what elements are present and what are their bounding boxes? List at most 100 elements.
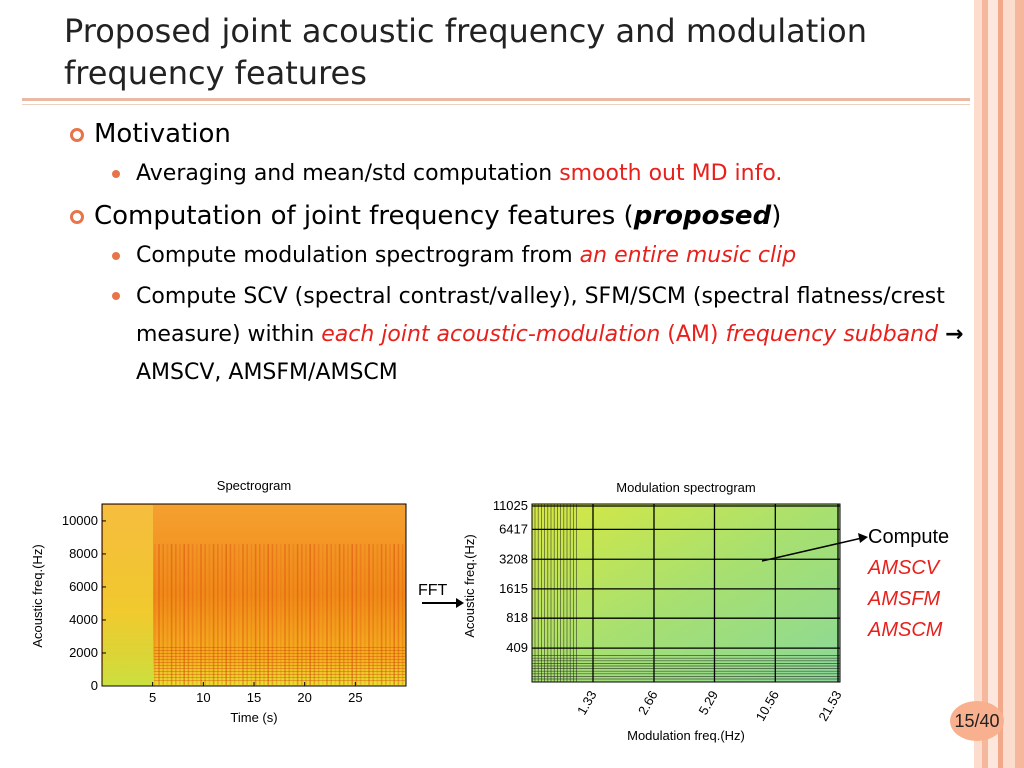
spectrogram-y-tick-label: 10000 — [62, 513, 98, 528]
modulation-x-tick-label: 5.29 — [695, 688, 721, 717]
spectrogram-stripe — [175, 544, 177, 685]
fft-label: FFT — [418, 582, 448, 599]
spectrogram-band — [154, 668, 405, 669]
spectrogram-stripe — [187, 544, 190, 685]
title-divider-thin — [22, 104, 970, 105]
spectrogram-stripe — [238, 544, 240, 685]
modulation-grid — [532, 504, 840, 682]
spectrogram-stripe — [246, 544, 248, 685]
spectrogram-y-tick-label: 4000 — [69, 612, 98, 627]
compute-amsfm: AMSFM — [868, 588, 941, 610]
modulation-y-tick-label: 6417 — [499, 521, 528, 536]
page-number: 15/40 — [950, 701, 1004, 741]
modulation-y-label: Acoustic freq.(Hz) — [462, 534, 477, 637]
compute-amscm: AMSCM — [868, 619, 943, 641]
spectrogram-stripe — [330, 544, 332, 685]
spectrogram-stripe — [380, 544, 383, 685]
spectrogram-band — [154, 674, 405, 675]
fft-arrow — [422, 598, 464, 608]
spectrogram-band — [154, 677, 405, 678]
spectrogram-stripe — [309, 544, 311, 685]
spectrogram-x-tick-label: 15 — [247, 690, 261, 705]
spectrogram-stripe — [200, 544, 202, 685]
spectrogram-stripe — [401, 544, 404, 685]
spectrogram-band — [154, 665, 405, 666]
circle-bullet-icon — [70, 210, 84, 224]
spectrogram-stripe — [372, 544, 374, 685]
decorative-stripes — [974, 0, 1024, 768]
modulation-x-label: Modulation freq.(Hz) — [627, 728, 745, 743]
spectrogram-stripe — [284, 544, 286, 685]
spectrogram-stripe — [317, 544, 320, 685]
spectrogram-y-tick-label: 8000 — [69, 546, 98, 561]
spectrogram-stripe — [343, 544, 345, 685]
spectrogram-stripe — [322, 544, 324, 685]
spectrogram-band — [154, 647, 405, 648]
compute-amscv: AMSCV — [868, 557, 940, 579]
modulation-y-tick-label: 3208 — [499, 551, 528, 566]
bullet-list: Motivation Averaging and mean/std comput… — [64, 116, 964, 392]
spectrogram-stripe — [313, 544, 316, 685]
modulation-y-tick-label: 409 — [506, 640, 528, 655]
spectrogram-stripe — [267, 544, 269, 685]
spectrogram-stripe — [288, 544, 290, 685]
spectrogram-x-tick-label: 20 — [297, 690, 311, 705]
spectrogram-stripe — [212, 544, 215, 685]
spectrogram-stripe — [301, 544, 303, 685]
spectrogram-x-label: Time (s) — [230, 710, 277, 725]
spectrogram-band — [154, 656, 405, 657]
compute-annotation: Compute AMSCV AMSFM AMSCM — [868, 522, 949, 646]
dot-bullet-icon — [112, 292, 120, 300]
spectrogram-title: Spectrogram — [217, 478, 291, 493]
spectrogram-stripe — [364, 544, 366, 685]
modulation-x-tick-label: 2.66 — [635, 688, 661, 717]
spectrogram-y-tick-label: 2000 — [69, 645, 98, 660]
spectrogram-stripe — [158, 544, 160, 685]
modulation-spectrogram-chart: Modulation spectrogram 40981816153208641… — [462, 480, 845, 743]
spectrogram-band — [154, 653, 405, 654]
spectrogram-stripe — [242, 544, 244, 685]
spectrogram-stripe — [351, 544, 353, 685]
modulation-x-ticks: 1.33 2.66 5.29 10.56 21.53 — [574, 688, 845, 724]
spectrogram-band — [154, 680, 405, 681]
spectrogram-stripe — [233, 544, 236, 685]
spectrogram-stripe — [166, 544, 169, 685]
sub-bullet-compute-scv: Compute SCV (spectral contrast/valley), … — [64, 278, 964, 392]
sub-bullet-averaging: Averaging and mean/std computation smoot… — [64, 156, 964, 192]
spectrogram-stripe — [368, 544, 370, 685]
dot-bullet-icon — [112, 252, 120, 260]
modulation-y-tick-label: 1615 — [499, 581, 528, 596]
spectrogram-stripe — [393, 544, 395, 685]
spectrogram-stripe — [385, 544, 387, 685]
spectrogram-stripe — [376, 544, 379, 685]
spectrogram-stripe — [217, 544, 219, 685]
title-divider — [22, 98, 970, 101]
spectrogram-stripe — [296, 544, 299, 685]
slide-title: Proposed joint acoustic frequency and mo… — [64, 12, 867, 92]
modulation-x-tick-label: 10.56 — [753, 688, 782, 724]
spectrogram-band — [154, 659, 405, 660]
right-arrow-icon: → — [945, 322, 964, 347]
spectrogram-stripe — [183, 544, 185, 685]
spectrogram-stripe — [221, 544, 223, 685]
modulation-x-tick-label: 1.33 — [574, 688, 600, 717]
spectrogram-y-tick-label: 0 — [91, 678, 98, 693]
modulation-spectrogram-title: Modulation spectrogram — [616, 480, 755, 495]
spectrogram-y-label: Acoustic freq.(Hz) — [30, 544, 45, 647]
compute-pointer-arrow — [761, 533, 868, 562]
spectrogram-stripe — [154, 544, 156, 685]
spectrogram-x-tick-label: 10 — [196, 690, 210, 705]
spectrogram-band — [154, 662, 405, 663]
compute-label: Compute — [868, 526, 950, 548]
spectrogram-stripe — [305, 544, 307, 685]
spectrogram-stripe — [355, 544, 358, 685]
modulation-x-tick-label: 21.53 — [815, 688, 844, 724]
spectrogram-stripe — [170, 544, 173, 685]
spectrogram-stripe — [162, 544, 164, 685]
spectrogram-stripe — [359, 544, 362, 685]
spectrogram-stripe — [254, 544, 257, 685]
